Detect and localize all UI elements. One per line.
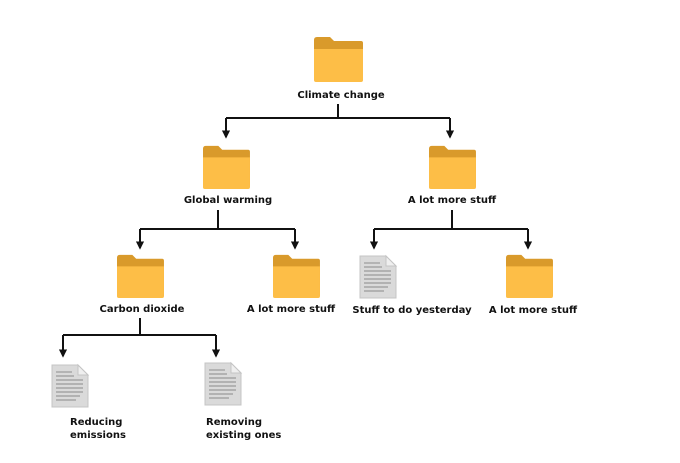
node-label-line-2: existing ones	[206, 430, 282, 441]
folder-icon	[117, 254, 164, 298]
folder-icon	[314, 37, 363, 82]
node-label: Removing existing ones	[206, 416, 281, 442]
document-icon	[51, 363, 90, 408]
node-label: Global warming	[183, 195, 273, 206]
node-label: A lot more stuff	[246, 304, 336, 315]
node-label: Stuff to do yesterday	[352, 305, 472, 316]
folder-icon	[429, 145, 476, 189]
node-label: Carbon dioxide	[99, 304, 185, 315]
node-label: Climate change	[297, 90, 385, 101]
node-label-line-1: Removing	[206, 417, 262, 428]
document-icon	[359, 254, 398, 299]
node-label: Reducing emissions	[70, 416, 126, 442]
node-label: A lot more stuff	[407, 195, 497, 206]
node-label-line-2: emissions	[70, 430, 126, 441]
node-label: A lot more stuff	[488, 305, 578, 316]
node-label-line-1: Reducing	[70, 417, 123, 428]
folder-icon	[506, 254, 553, 298]
folder-icon	[273, 254, 320, 298]
folder-icon	[203, 145, 250, 189]
document-icon	[204, 361, 243, 406]
